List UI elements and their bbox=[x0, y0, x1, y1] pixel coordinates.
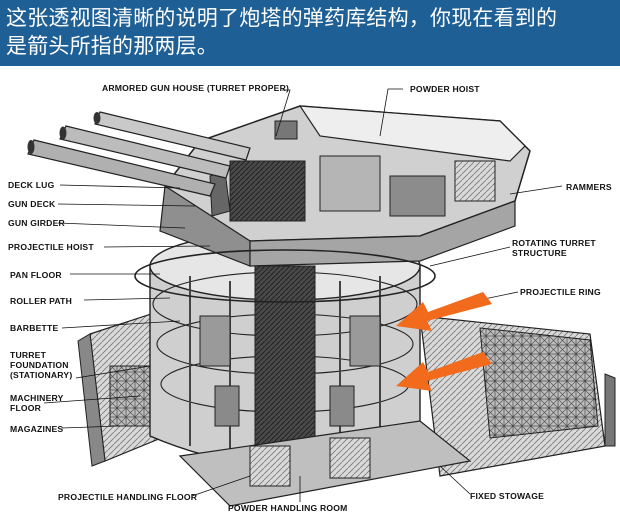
label-projectile-hoist: PROJECTILE HOIST bbox=[8, 242, 94, 252]
label-magazines: MAGAZINES bbox=[10, 424, 64, 434]
label-rotating-turret-structure: ROTATING TURRET STRUCTURE bbox=[512, 238, 596, 258]
caption-text: 这张透视图清晰的说明了炮塔的弹药库结构，你现在看到的 是箭头所指的那两层。 bbox=[6, 4, 614, 60]
caption-line-2: 是箭头所指的那两层。 bbox=[6, 34, 218, 58]
label-rammers: RAMMERS bbox=[566, 182, 612, 192]
label-turret-foundation: TURRET FOUNDATION (STATIONARY) bbox=[10, 350, 73, 380]
caption-banner: 这张透视图清晰的说明了炮塔的弹药库结构，你现在看到的 是箭头所指的那两层。 bbox=[0, 0, 620, 66]
label-deck-lug: DECK LUG bbox=[8, 180, 55, 190]
label-gun-deck: GUN DECK bbox=[8, 199, 56, 209]
label-powder-hoist: POWDER HOIST bbox=[410, 84, 480, 94]
label-projectile-handling-floor: PROJECTILE HANDLING FLOOR bbox=[58, 492, 198, 502]
label-armored-gun-house: ARMORED GUN HOUSE (TURRET PROPER) bbox=[102, 83, 290, 93]
label-projectile-ring: PROJECTILE RING bbox=[520, 287, 601, 297]
arrow-upper-icon bbox=[396, 292, 492, 331]
indicator-arrows bbox=[396, 292, 492, 391]
label-powder-handling-room: POWDER HANDLING ROOM bbox=[228, 503, 348, 513]
handling-room-platform bbox=[178, 420, 472, 507]
pan-floor-disc bbox=[134, 249, 436, 303]
turret-cutaway-diagram bbox=[27, 88, 616, 507]
gun-barrels bbox=[27, 111, 251, 197]
caption-line-1: 这张透视图清晰的说明了炮塔的弹药库结构，你现在看到的 bbox=[6, 6, 558, 30]
gun-house bbox=[159, 105, 531, 267]
arrow-lower-icon bbox=[396, 352, 492, 391]
label-pan-floor: PAN FLOOR bbox=[10, 270, 62, 280]
label-roller-path: ROLLER PATH bbox=[10, 296, 73, 306]
label-fixed-stowage: FIXED STOWAGE bbox=[470, 491, 545, 501]
label-gun-girder: GUN GIRDER bbox=[8, 218, 65, 228]
label-machinery-floor: MACHINERY FLOOR bbox=[10, 393, 64, 413]
label-barbette: BARBETTE bbox=[10, 323, 59, 333]
stowage-block-right bbox=[419, 315, 616, 477]
